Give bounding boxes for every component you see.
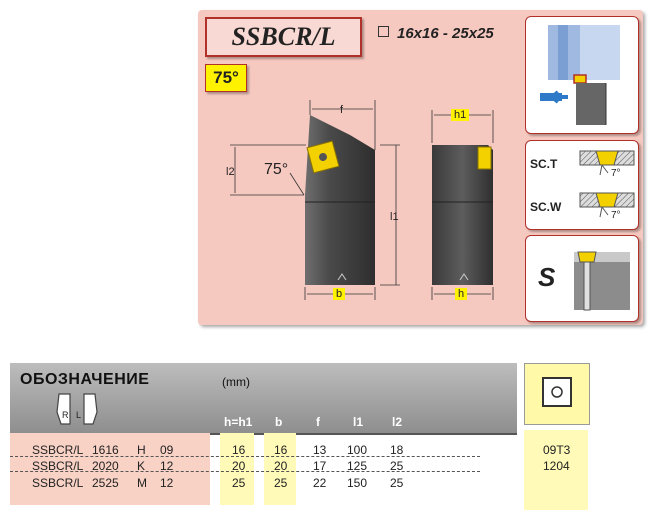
column-header-b: b: [275, 415, 283, 429]
row-insert: 09T3: [543, 443, 571, 457]
sc-w-label: SC.W: [530, 200, 562, 214]
tool-title: SSBCR/L: [205, 17, 362, 57]
screw-clamp-sketch: [574, 251, 630, 311]
row-size: 1616: [92, 443, 119, 457]
size-range: 16x16 - 25x25: [378, 25, 494, 42]
dim-l2-label: l2: [226, 166, 235, 178]
row-num: 12: [160, 476, 174, 490]
size-range-text: 16x16 - 25x25: [397, 25, 494, 42]
system-letter: S: [538, 262, 556, 292]
angle-label: 75°: [264, 161, 289, 178]
row-grade: M: [137, 476, 147, 490]
row-num: 09: [160, 443, 174, 457]
row-h: 25: [232, 476, 246, 490]
column-header-l2: l2: [392, 415, 403, 429]
h-column-highlight: [220, 433, 254, 505]
dim-b-label: b: [333, 288, 346, 300]
row-b: 25: [274, 476, 288, 490]
row-f: 17: [313, 459, 327, 473]
designation-column: [10, 433, 210, 505]
dim-h1-label: h1: [451, 109, 470, 121]
row-code: SSBCR/L: [32, 459, 84, 473]
column-header-h: h=h1: [224, 415, 253, 429]
sc-t-angle: 7°: [611, 168, 621, 179]
application-sketch-box: [525, 16, 639, 134]
hand-label-l: L: [76, 410, 82, 420]
row-separator: [10, 471, 480, 472]
table-row: SSBCR/L 2020 K 12 20 20 17 125 25 1204: [0, 459, 661, 474]
tool-drawing: [230, 100, 494, 300]
right-left-hand-icon: [56, 393, 98, 425]
table-row: SSBCR/L 2525 M 12 25 25 22 150 25: [0, 476, 661, 491]
row-code: SSBCR/L: [32, 443, 84, 457]
sc-w-angle: 7°: [611, 210, 621, 221]
insert-column: [524, 430, 588, 510]
row-l1: 150: [347, 476, 368, 490]
clamping-sketch: [579, 150, 635, 218]
row-f: 13: [313, 443, 327, 457]
dim-f-label: f: [340, 104, 344, 116]
dim-l1-label: l1: [390, 211, 399, 223]
row-size: 2525: [92, 476, 119, 490]
dim-h-label: h: [455, 288, 468, 300]
unit-label: (mm): [222, 375, 250, 389]
column-header-l1: l1: [353, 415, 364, 429]
row-l1: 125: [347, 459, 368, 473]
application-sketch: [540, 25, 620, 125]
row-l1: 100: [347, 443, 368, 457]
row-grade: K: [137, 459, 146, 473]
table-row: SSBCR/L 1616 H 09 16 16 13 100 18 09T3: [0, 443, 661, 458]
row-h: 20: [232, 459, 246, 473]
row-b: 16: [274, 443, 288, 457]
front-view: [305, 115, 375, 285]
hand-label-r: R: [62, 410, 69, 420]
row-b: 20: [274, 459, 288, 473]
row-insert: 1204: [543, 459, 570, 473]
b-column-highlight: [264, 433, 296, 505]
row-l2: 25: [390, 459, 404, 473]
row-num: 12: [160, 459, 174, 473]
insert-header: [524, 363, 590, 425]
clamping-types-box: SC.T SC.W 7° 7°: [525, 140, 639, 230]
row-code: SSBCR/L: [32, 476, 84, 490]
side-view: [432, 145, 493, 285]
row-f: 22: [313, 476, 327, 490]
row-l2: 18: [390, 443, 404, 457]
square-shank-icon: [378, 26, 389, 37]
row-h: 16: [232, 443, 246, 457]
row-l2: 25: [390, 476, 404, 490]
clamping-system-box: S: [525, 235, 639, 322]
row-separator: [10, 456, 480, 457]
column-header-f: f: [316, 415, 320, 429]
angle-badge: 75°: [205, 64, 247, 92]
row-grade: H: [137, 443, 146, 457]
sc-t-label: SC.T: [530, 157, 558, 171]
square-insert-icon: [542, 377, 572, 407]
row-size: 2020: [92, 459, 119, 473]
designation-header: ОБОЗНАЧЕНИЕ: [20, 371, 150, 388]
